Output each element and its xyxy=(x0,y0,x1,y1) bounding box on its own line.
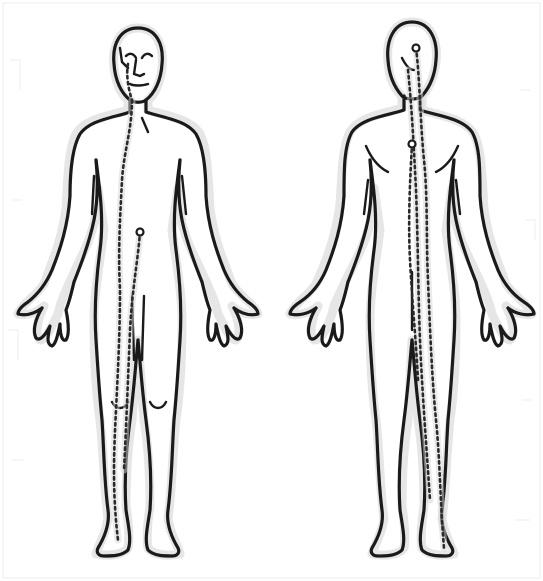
paper-texture xyxy=(3,3,540,578)
front-chest-line xyxy=(142,118,148,132)
back-meridians xyxy=(408,48,444,548)
back-point-upper-back xyxy=(409,141,416,148)
front-figure-halo xyxy=(18,28,258,555)
back-point-neck xyxy=(413,45,420,52)
front-figure xyxy=(18,28,258,556)
front-face-features xyxy=(120,48,152,86)
front-meridians xyxy=(114,64,140,540)
back-figure xyxy=(290,22,534,556)
front-point-abdomen xyxy=(137,229,144,236)
front-right-knee xyxy=(150,402,166,408)
